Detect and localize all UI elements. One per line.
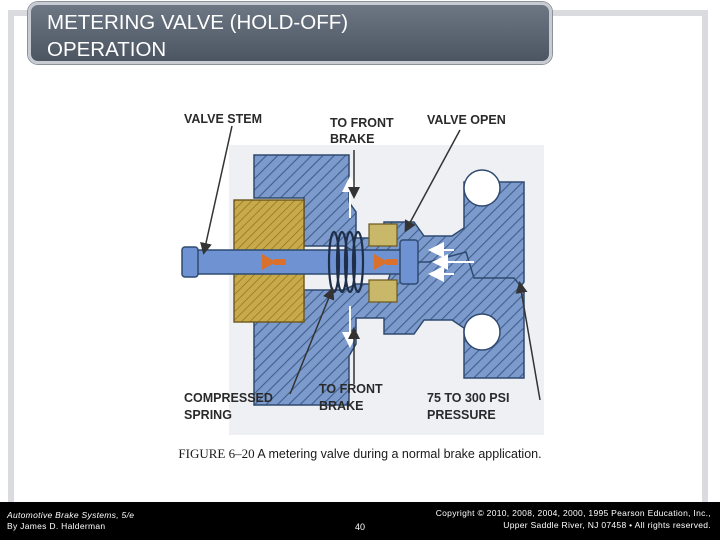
label-valve-open: VALVE OPEN xyxy=(427,113,506,127)
label-compressed-spring-1: COMPRESSED xyxy=(184,391,273,405)
upper-port-hole xyxy=(463,169,501,207)
upper-seal xyxy=(368,223,398,247)
valve-stem-end xyxy=(181,246,199,278)
valve-head xyxy=(399,239,419,285)
valve-diagram: VALVE STEM TO FRONT BRAKE VALVE OPEN COM… xyxy=(181,112,544,435)
slide-title: METERING VALVE (HOLD-OFF) OPERATION xyxy=(47,11,349,61)
footer-author: By James D. Halderman xyxy=(7,521,106,531)
label-to-front-brake-top-1: TO FRONT xyxy=(330,116,394,130)
title-box: METERING VALVE (HOLD-OFF) OPERATION xyxy=(28,2,552,64)
label-to-front-brake-top-2: BRAKE xyxy=(330,132,374,146)
caption-text: A metering valve during a normal brake a… xyxy=(254,447,542,461)
label-compressed-spring-2: SPRING xyxy=(184,408,232,422)
fluid-flow-arrows xyxy=(342,176,474,348)
footer-page-number: 40 xyxy=(355,522,366,532)
footer-book-title: Automotive Brake Systems, 5/e xyxy=(7,510,135,520)
metering-valve-figure: VALVE STEM TO FRONT BRAKE VALVE OPEN COM… xyxy=(174,100,550,440)
label-to-front-brake-bottom-1: TO FRONT xyxy=(319,382,383,396)
valve-stem-leader xyxy=(200,125,233,255)
lower-port-hole xyxy=(463,313,501,351)
footer-copyright: Copyright © 2010, 2008, 2004, 2000, 1995… xyxy=(436,507,711,531)
pressure-leader xyxy=(515,281,541,401)
footer-book-info: Automotive Brake Systems, 5/e By James D… xyxy=(7,510,134,532)
footer-copyright-line2: Upper Saddle River, NJ 07458 • All right… xyxy=(503,520,711,530)
footer-copyright-line1: Copyright © 2010, 2008, 2004, 2000, 1995… xyxy=(435,508,711,518)
valve-open-leader xyxy=(404,129,461,233)
spring-leader xyxy=(289,287,335,395)
label-valve-stem: VALVE STEM xyxy=(184,112,262,126)
footer-bar: Automotive Brake Systems, 5/e By James D… xyxy=(0,502,720,540)
right-flow-arrow-tail xyxy=(386,259,398,265)
left-flow-arrow xyxy=(262,254,276,270)
label-pressure-1: 75 TO 300 PSI xyxy=(427,391,509,405)
label-pressure-2: PRESSURE xyxy=(427,408,496,422)
label-to-front-brake-bottom-2: BRAKE xyxy=(319,399,363,413)
figure-number: FIGURE 6–20 xyxy=(178,446,255,461)
right-flow-arrow xyxy=(374,254,388,270)
figure-caption: FIGURE 6–20 A metering valve during a no… xyxy=(0,446,720,462)
left-flow-arrow-tail xyxy=(274,259,286,265)
lower-seal xyxy=(368,279,398,303)
